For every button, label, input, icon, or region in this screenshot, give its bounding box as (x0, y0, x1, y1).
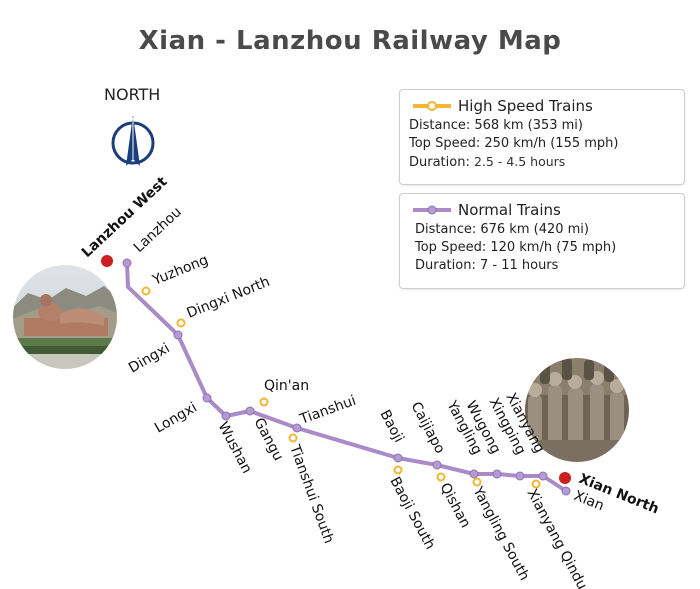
label-dingxi: Dingxi (126, 340, 173, 376)
station-dot-wushan (221, 411, 231, 421)
legend-high-speed-top-speed: Top Speed: 250 km/h (155 mph) (409, 136, 619, 151)
high-speed-line-icon (413, 101, 451, 111)
station-dot-gangu (245, 406, 255, 416)
legend-normal-top-speed: Top Speed: 120 km/h (75 mph) (415, 240, 617, 255)
legend-normal-distance: Distance: 676 km (420 mi) (415, 222, 589, 237)
station-dot-tianshui (292, 423, 302, 433)
station-dot-xian (561, 486, 571, 496)
label-yuzhong: Yuzhong (150, 252, 211, 289)
terminal-dot-lanzhou-west (101, 255, 113, 267)
terminal-dot-xian-north (559, 472, 571, 484)
legend-normal: Normal Trains Distance: 676 km (420 mi) … (399, 193, 685, 289)
station-dot-yangling (469, 469, 479, 479)
normal-line-icon (413, 205, 451, 215)
label-yangling-south: Yangling South (469, 483, 532, 583)
station-dot-dingxi (173, 330, 183, 340)
hs-station-dot-qishan (436, 472, 446, 482)
station-dot-longxi (202, 393, 212, 403)
station-dot-lanzhou (122, 258, 132, 268)
station-dot-xianyang (538, 471, 548, 481)
legend-high-speed-duration-label: Duration: (409, 155, 470, 170)
hs-station-dot-tianshui-south (288, 433, 298, 443)
label-qishan: Qishan (436, 480, 473, 530)
lanzhou-photo (11, 263, 119, 371)
label-wushan: Wushan (214, 419, 254, 476)
hs-station-dot-yuzhong (141, 286, 151, 296)
label-baoji-south: Baoji South (386, 474, 438, 552)
hs-station-dot-dingxi-north (176, 318, 186, 328)
label-tianshui-south: Tianshui South (286, 442, 337, 546)
north-label: NORTH (104, 85, 161, 104)
normal-train-route (125, 261, 568, 493)
hs-station-dot-yangling-south (472, 477, 482, 487)
hs-station-dot-baoji-south (393, 465, 403, 475)
label-tianshui: Tianshui (297, 393, 358, 428)
station-dot-xingping (515, 471, 525, 481)
label-caijiapo: Caijiapo (407, 399, 447, 456)
station-dot-wugong (492, 469, 502, 479)
label-qinan: Qin'an (264, 378, 309, 394)
legend-high-speed-duration-value: 2.5 - 4.5 hours (473, 154, 566, 169)
label-dingxi-north: Dingxi North (185, 274, 273, 322)
compass-north-icon (111, 115, 155, 166)
hs-station-dot-qinan (259, 397, 269, 407)
legend-high-speed: High Speed Trains Distance: 568 km (353 … (399, 89, 685, 185)
legend-high-speed-distance: Distance: 568 km (353 mi) (409, 118, 583, 133)
legend-normal-duration: Duration: 7 - 11 hours (415, 258, 559, 273)
map-title: Xian - Lanzhou Railway Map (138, 26, 562, 56)
legend-high-speed-name: High Speed Trains (458, 97, 593, 115)
label-baoji: Baoji (376, 407, 406, 445)
label-longxi: Longxi (152, 400, 200, 437)
station-dot-caijiapo (432, 460, 442, 470)
legend-normal-name: Normal Trains (458, 201, 561, 219)
station-dot-baoji (393, 453, 403, 463)
label-lanzhou-west: Lanzhou West (79, 174, 171, 261)
hs-station-dot-xianyang-qindu (531, 479, 541, 489)
